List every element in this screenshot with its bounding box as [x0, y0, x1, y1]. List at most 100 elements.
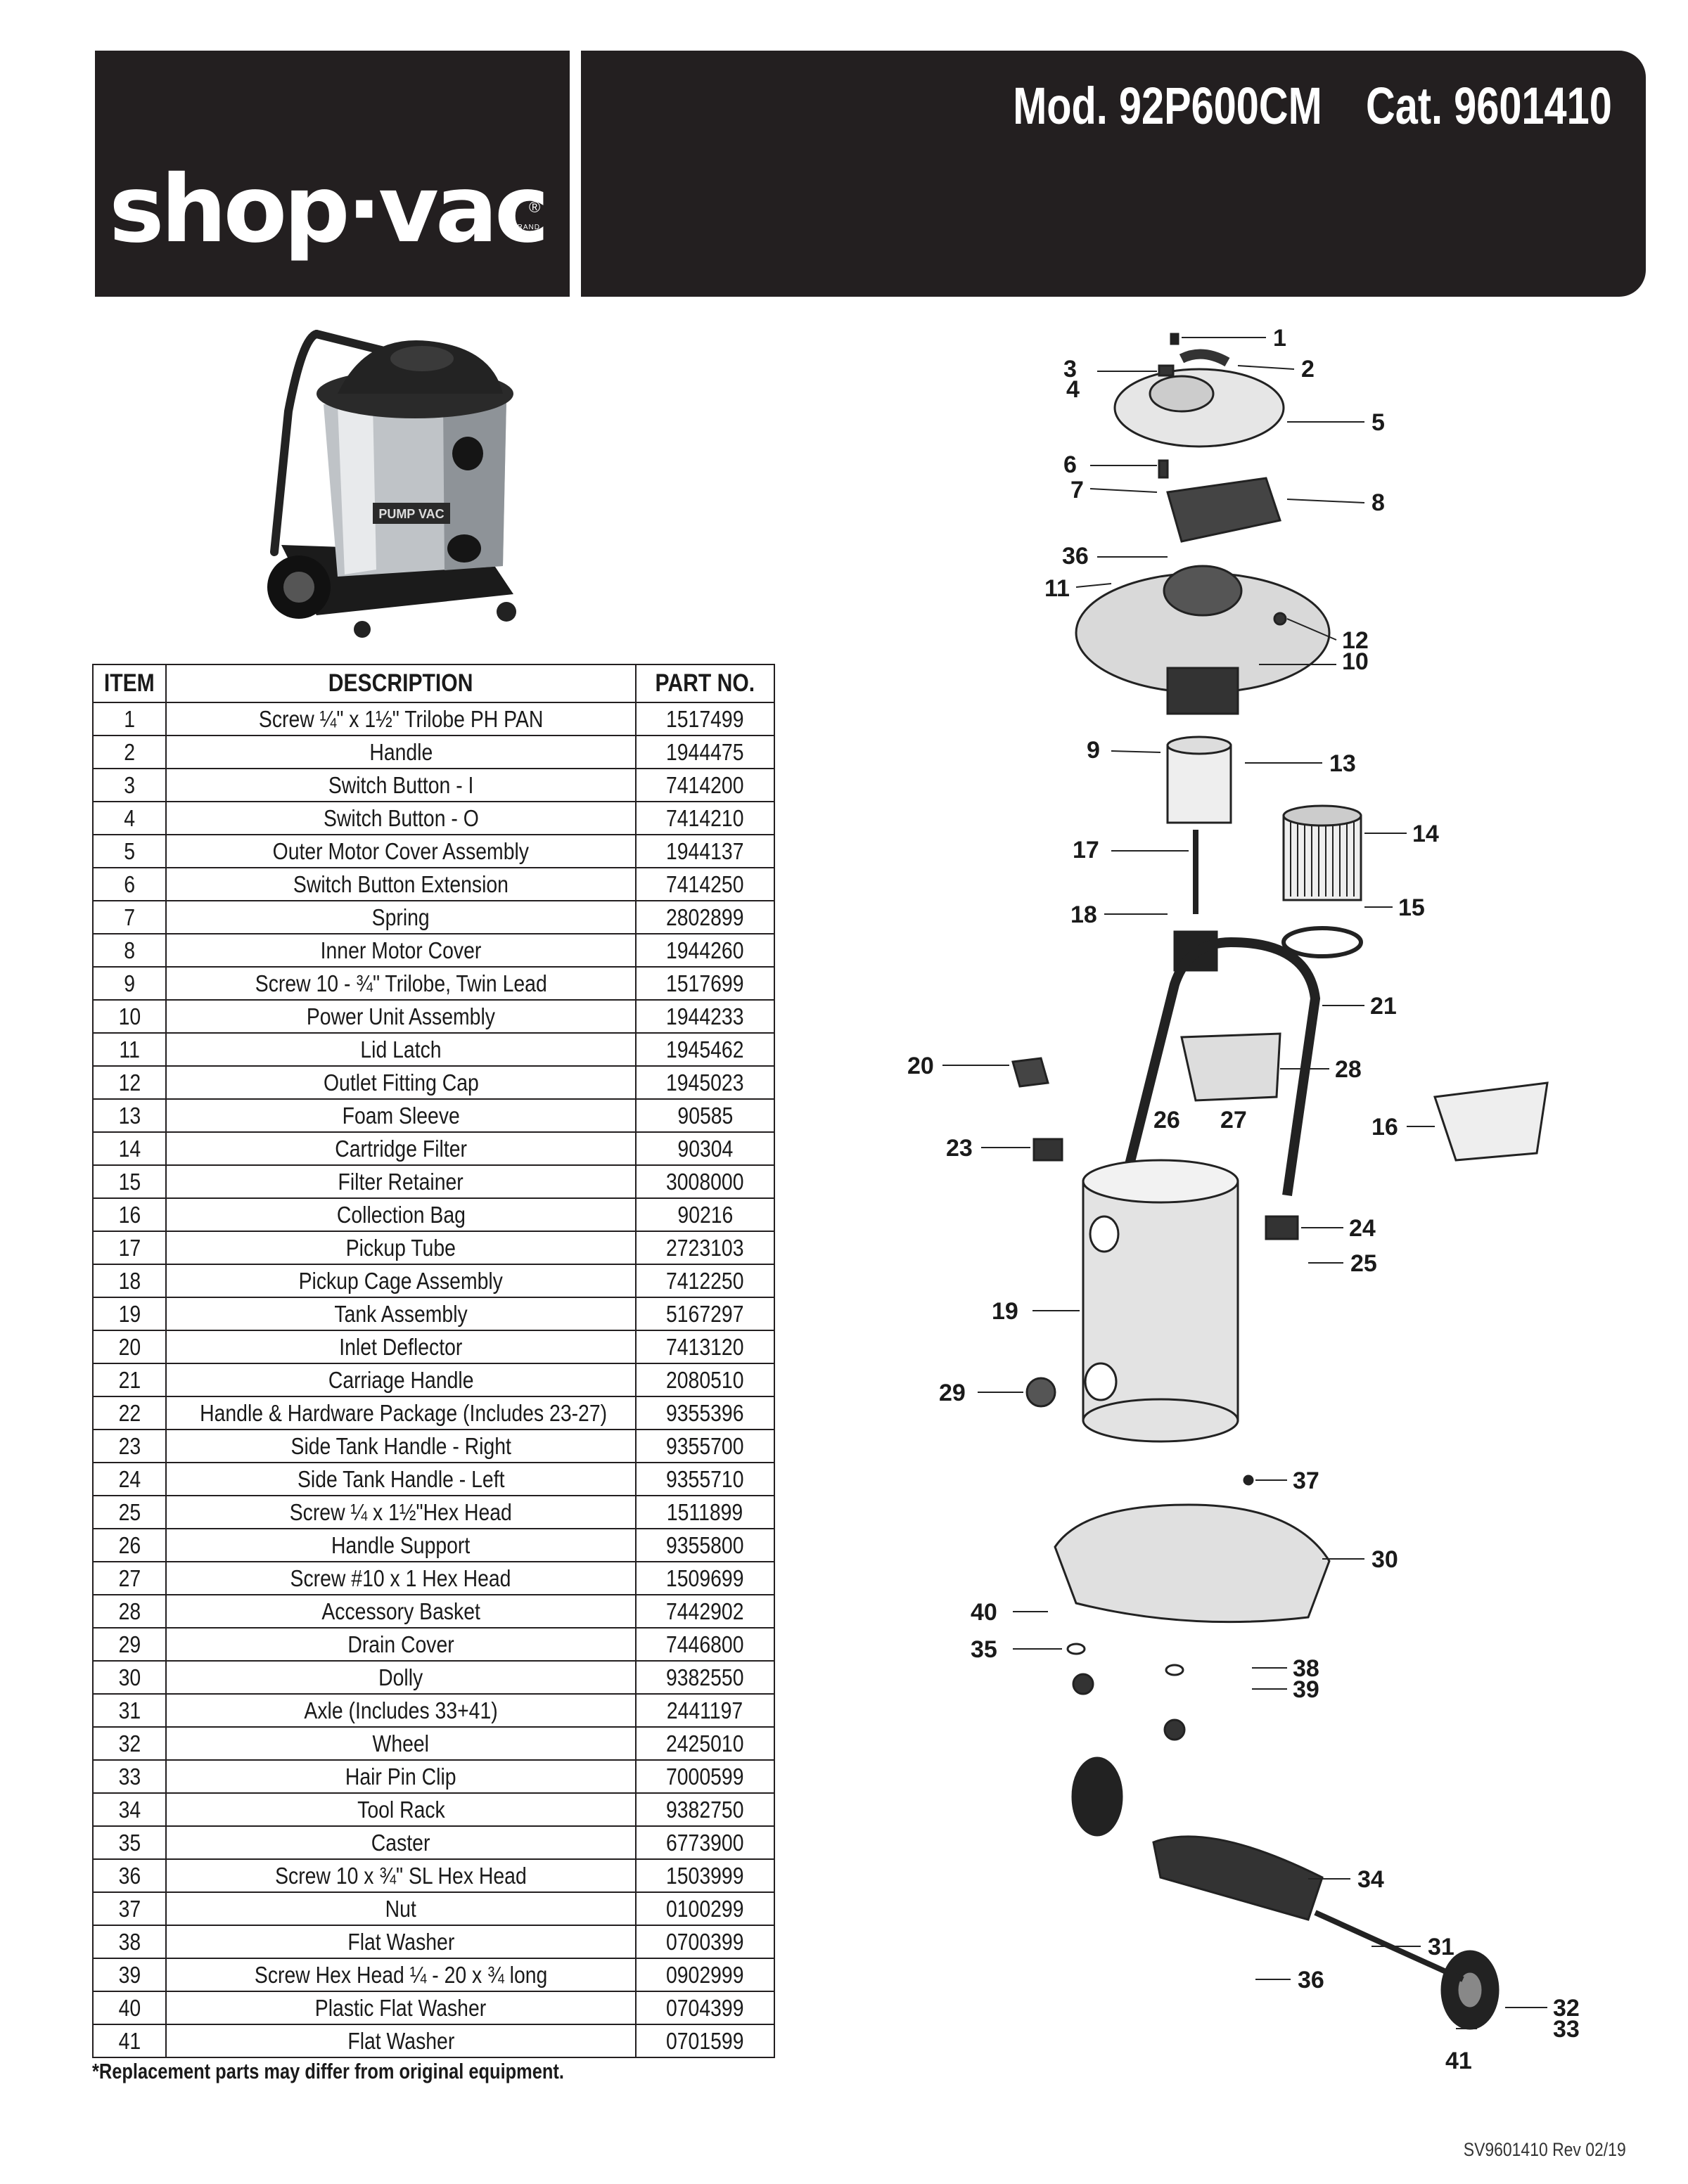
exploded-parts-diagram: 1 2 3 4 5 6 7 8 36 11 12 10 9 13 14 17 1…: [907, 325, 1580, 2074]
description-cell: Screw 10 - ¾" Trilobe, Twin Lead: [165, 966, 637, 1001]
part-number-cell: 9355396: [635, 1396, 775, 1430]
description-cell: Lid Latch: [165, 1032, 637, 1067]
callout-11: 11: [1044, 575, 1070, 602]
description-cell: Foam Sleeve: [165, 1098, 637, 1133]
part-caster: [1072, 1673, 1094, 1695]
description-cell: Switch Button - O: [165, 801, 637, 835]
part-number-cell: 1945462: [635, 1032, 775, 1067]
description-cell: Screw 10 x ¾" SL Hex Head: [165, 1858, 637, 1893]
part-number-cell: 9355700: [635, 1429, 775, 1463]
description-cell: Inlet Deflector: [165, 1330, 637, 1364]
callout-14: 14: [1412, 821, 1439, 847]
callout-32: 32: [1553, 1995, 1580, 2022]
item-cell: 24: [92, 1462, 167, 1496]
header-part-no: PART NO.: [635, 664, 775, 703]
callout-9: 9: [1087, 737, 1100, 764]
part-number-cell: 1944260: [635, 933, 775, 968]
part-dolly: [1054, 1503, 1331, 1624]
callout-30: 30: [1372, 1546, 1398, 1573]
part-tool-rack: [1152, 1835, 1324, 1921]
part-number-cell: 2441197: [635, 1693, 775, 1728]
part-number-cell: 7000599: [635, 1759, 775, 1794]
description-cell: Screw Hex Head ¼ - 20 x ¾ long: [165, 1958, 637, 1992]
item-cell: 5: [92, 834, 167, 868]
callout-31: 31: [1428, 1934, 1454, 1960]
part-filter-retainer: [1281, 926, 1363, 958]
item-cell: 27: [92, 1561, 167, 1595]
description-cell: Filter Retainer: [165, 1164, 637, 1199]
callout-33: 33: [1553, 2016, 1580, 2043]
description-cell: Screw #10 x 1 Hex Head: [165, 1561, 637, 1595]
part-number-cell: 2080510: [635, 1363, 775, 1397]
part-number-cell: 7442902: [635, 1594, 775, 1629]
callout-1: 1: [1273, 325, 1286, 352]
part-number-cell: 7412250: [635, 1264, 775, 1298]
part-wheel: [1071, 1756, 1123, 1837]
part-number-cell: 5167297: [635, 1297, 775, 1331]
callout-38: 38: [1293, 1655, 1319, 1682]
description-cell: Handle Support: [165, 1528, 637, 1562]
description-cell: Screw ¼ x 1½"Hex Head: [165, 1495, 637, 1529]
part-number-cell: 0902999: [635, 1958, 775, 1992]
description-cell: Hair Pin Clip: [165, 1759, 637, 1794]
part-number-cell: 2723103: [635, 1231, 775, 1265]
item-cell: 7: [92, 900, 167, 934]
part-accessory-basket: [1180, 1032, 1281, 1102]
part-number-cell: 7414200: [635, 768, 775, 802]
part-number-cell: 1503999: [635, 1858, 775, 1893]
description-cell: Tank Assembly: [165, 1297, 637, 1331]
callout-6: 6: [1063, 451, 1077, 478]
part-side-handle-left: [1265, 1215, 1299, 1240]
brand-logo: shop·vac: [109, 155, 549, 264]
item-cell: 11: [92, 1032, 167, 1067]
item-cell: 14: [92, 1131, 167, 1166]
item-cell: 13: [92, 1098, 167, 1133]
part-number-cell: 7413120: [635, 1330, 775, 1364]
item-cell: 38: [92, 1925, 167, 1959]
item-cell: 37: [92, 1891, 167, 1926]
part-number-cell: 0700399: [635, 1925, 775, 1959]
item-cell: 31: [92, 1693, 167, 1728]
item-cell: 2: [92, 735, 167, 769]
part-number-cell: 1509699: [635, 1561, 775, 1595]
item-cell: 33: [92, 1759, 167, 1794]
part-number-cell: 0701599: [635, 2024, 775, 2058]
callout-29: 29: [939, 1380, 966, 1406]
part-number-cell: 90304: [635, 1131, 775, 1166]
part-number-cell: 9355710: [635, 1462, 775, 1496]
part-number-cell: 1517499: [635, 702, 775, 736]
registered-mark: ®: [529, 198, 541, 216]
callout-20: 20: [907, 1053, 934, 1079]
part-number-cell: 9382550: [635, 1660, 775, 1695]
item-cell: 12: [92, 1065, 167, 1100]
description-cell: Power Unit Assembly: [165, 999, 637, 1034]
part-inlet-deflector: [1011, 1057, 1049, 1088]
part-number-cell: 2802899: [635, 900, 775, 934]
callout-18: 18: [1070, 901, 1097, 928]
description-cell: Outlet Fitting Cap: [165, 1065, 637, 1100]
part-switch-extension: [1158, 459, 1169, 479]
description-cell: Carriage Handle: [165, 1363, 637, 1397]
description-cell: Screw ¼" x 1½" Trilobe PH PAN: [165, 702, 637, 736]
callout-4: 4: [1066, 376, 1080, 403]
part-number-cell: 2425010: [635, 1726, 775, 1761]
description-cell: Spring: [165, 900, 637, 934]
description-cell: Wheel: [165, 1726, 637, 1761]
item-cell: 32: [92, 1726, 167, 1761]
